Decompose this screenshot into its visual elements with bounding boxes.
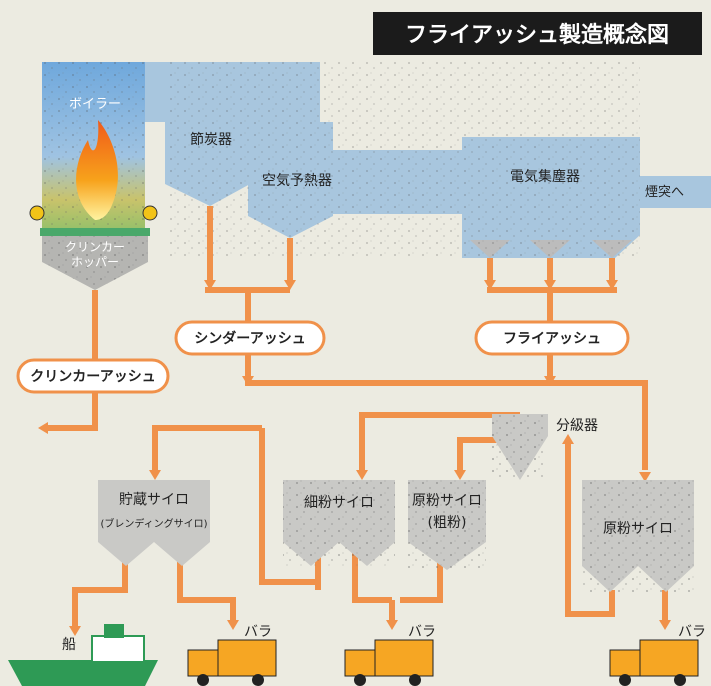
storage-silo-label: 貯蔵サイロ: [119, 492, 189, 508]
clinker-ash-label: クリンカーアッシュ: [30, 369, 155, 385]
ship-icon: [8, 624, 158, 686]
classifier-label: 分級器: [556, 418, 598, 434]
title-bar: [373, 12, 702, 55]
bulk-label-1: バラ: [244, 624, 272, 640]
coarse-raw-silo: [408, 480, 486, 570]
flow-arrowheads: [38, 280, 671, 636]
raw-silo-coarse-sub-label: (粗粉): [428, 515, 467, 531]
raw-powder-silo: [582, 480, 694, 592]
storage-silo: [98, 480, 210, 566]
gas-duct: [165, 62, 711, 258]
cinder-ash-pill: [174, 320, 326, 356]
air-preheater-label: 空気予熱器: [262, 173, 332, 189]
fine-silo-label: 細粉サイロ: [304, 495, 374, 511]
bulk-label-2: バラ: [408, 624, 436, 640]
raw-silo-coarse-label: 原粉サイロ: [412, 493, 482, 509]
truck-icon: [609, 639, 699, 686]
economizer-label: 節炭器: [190, 131, 232, 148]
truck-icon: [344, 639, 434, 686]
ship-label: 船: [62, 637, 76, 653]
to-stack-label: 煙突へ: [645, 184, 684, 200]
fly-ash-pill: [474, 320, 630, 356]
flow-lines: [45, 206, 668, 628]
boiler: [29, 62, 165, 290]
fine-powder-silo: [283, 480, 395, 566]
boiler-flame-icon: [76, 120, 118, 220]
diagram-title: フライアッシュ製造概念図: [405, 22, 669, 48]
clinker-ash-pill: [16, 358, 170, 394]
cinder-ash-label: シンダーアッシュ: [194, 330, 305, 347]
blending-silo-label: (ブレンディングサイロ): [100, 517, 207, 530]
precipitator-label: 電気集塵器: [510, 168, 580, 185]
clinker-hopper-label-2: ホッパー: [71, 255, 119, 269]
fly-ash-label: フライアッシュ: [503, 331, 601, 347]
bulk-label-3: バラ: [678, 624, 706, 640]
clinker-hopper-label: クリンカー: [65, 240, 125, 254]
boiler-label: ボイラー: [69, 97, 121, 112]
truck-icon: [187, 639, 277, 686]
raw-silo-label: 原粉サイロ: [603, 521, 673, 537]
classifier: [492, 414, 548, 480]
